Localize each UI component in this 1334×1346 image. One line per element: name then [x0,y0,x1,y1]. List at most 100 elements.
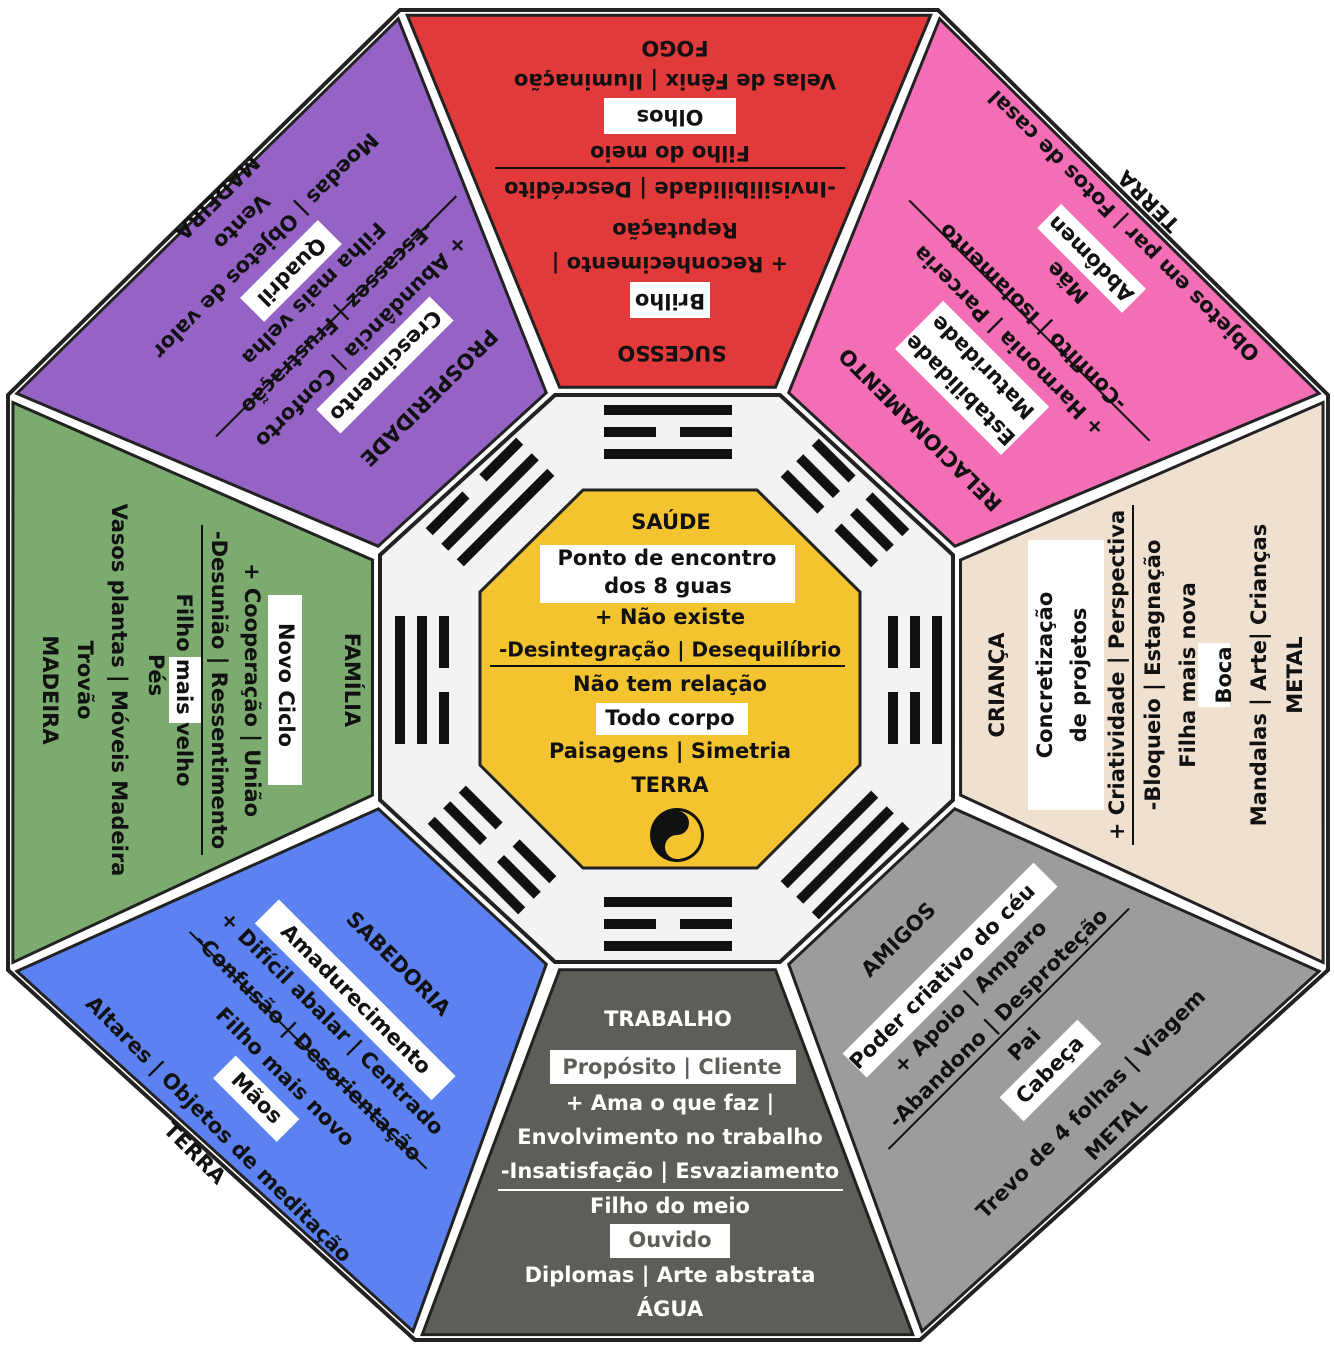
trigram-line-solid [456,468,555,567]
sector-line: Olhos [637,105,704,129]
trigram-line-solid [427,816,526,915]
trigram-line-broken [910,692,920,744]
trigram-bottom [604,897,732,951]
sector-line: + Cooperação | União [239,563,264,817]
sector-line: Trovão [73,640,97,719]
sector-line: Vasos plantas | Móveis Madeira [106,504,131,877]
trigram-line-broken [888,692,898,744]
sector-title: CRIANÇA [985,632,1009,738]
sector-sucesso [405,13,933,389]
sector-trabalho-text: TRABALHO Propósito | Cliente + Ama o que… [498,1007,843,1321]
sector-sucesso-text: SUCESSO Brilho + Reconhecimento | Reputa… [495,36,845,365]
trigram-line-broken [443,801,488,846]
sector-line: + Ama o que faz | [566,1091,774,1116]
sector-line: Novo Ciclo [274,623,298,747]
trigram-top [604,405,732,459]
trigram-line-solid [441,453,539,551]
sector-line: Diplomas | Arte abstrata [525,1263,816,1288]
trigram-line-broken [849,507,894,552]
sector-line: -Insatisfação | Esvaziamento [501,1159,839,1184]
center-line: Todo corpo [605,706,734,730]
trigram-line-solid [932,616,942,744]
sector-sabedoria [14,807,549,1334]
sector-title: SUCESSO [617,341,726,365]
sector-familia-text: FAMÍLIA Novo Ciclo + Cooperação | União … [38,504,365,877]
sector-line: + Criatividade | Perspectiva [1105,510,1130,840]
trigram-bottom-right [780,790,910,920]
sector-line: Boca [1212,646,1236,703]
trigram-line-broken [888,616,898,668]
sector-line: Velas de Fênix | Iluminação [514,68,836,93]
sector-element: METAL [1283,636,1307,714]
trigram-line-broken [910,616,920,668]
trigram-line-solid [780,790,879,889]
sector-title: TRABALHO [604,1007,732,1031]
sector-title: FAMÍLIA [340,633,365,728]
sector-line: Envolvimento no trabalho [517,1125,822,1149]
sector-relacionamento [786,16,1322,548]
center-element: TERRA [631,773,709,797]
sector-element: FOGO [641,36,708,60]
sector-line: Filho do meio [590,1194,750,1218]
trigram-line-broken [479,437,524,482]
trigram-line-broken [680,919,732,929]
sector-element: ÁGUA [637,1296,704,1321]
sector-line: de projetos [1067,608,1091,743]
trigram-layer [395,405,942,951]
sector-line: Brilho [635,289,705,313]
sector-line: -Invisilibilidade | Descrédito [504,176,836,201]
trigram-line-broken [512,839,557,884]
sector-line: + Reconhecimento | [552,251,789,276]
sector-line: Concretização [1033,592,1057,759]
sector-line: Mandalas | Arte| Crianças [1247,524,1272,826]
trigram-line-solid [604,405,732,415]
center-title: SAÚDE [631,509,711,534]
center-line: + Não existe [595,605,745,629]
sector-line: Reputação [612,218,738,242]
sector-line: Pés [144,654,168,696]
trigram-top-left [425,437,555,567]
sector-line: Filho mais velho [172,594,196,787]
trigram-line-solid [796,806,894,904]
center-line: -Desintegração | Desequilíbrio [499,638,841,662]
trigram-left [395,616,449,744]
trigram-line-broken [458,785,503,830]
trigram-line-solid [604,897,732,907]
trigram-line-solid [395,616,405,744]
trigram-right [888,616,942,744]
trigram-top-right [780,438,910,568]
trigram-line-broken [780,469,825,514]
center-text: SAÚDE Ponto de encontro dos 8 guas + Não… [490,509,845,862]
yin-yang-icon [650,808,704,862]
trigram-line-broken [604,427,656,437]
center-line: Não tem relação [573,672,767,696]
sector-line: -Desunião | Ressentimento [206,531,231,849]
sector-line: -Bloqueio | Estagnação [1141,540,1166,811]
trigram-line-broken [425,491,470,536]
trigram-line-solid [811,821,910,920]
sector-line: Propósito | Cliente [562,1055,781,1080]
sector-line: Filho do meio [590,141,750,165]
sector-crianca-text: CRIANÇA Concretização de projetos + Cria… [985,505,1307,845]
trigram-line-broken [834,523,879,568]
trigram-line-solid [417,616,427,744]
trigram-line-broken [439,692,449,744]
sector-line: Ouvido [628,1228,711,1252]
trigram-line-broken [865,492,910,537]
sector-line: Filha mais nova [1176,582,1200,767]
trigram-line-broken [439,616,449,668]
trigram-line-broken [680,427,732,437]
center-line: dos 8 guas [604,574,732,598]
trigram-line-broken [604,919,656,929]
center-line: Paisagens | Simetria [549,739,791,764]
trigram-bottom-left [427,785,557,915]
trigram-line-broken [796,454,841,499]
trigram-line-solid [604,449,732,459]
center-line: Ponto de encontro [558,546,777,570]
trigram-line-broken [811,438,856,483]
sector-layer [6,8,1330,1342]
sector-element: MADEIRA [38,635,62,745]
trigram-line-solid [604,941,732,951]
trigram-line-broken [496,854,541,899]
